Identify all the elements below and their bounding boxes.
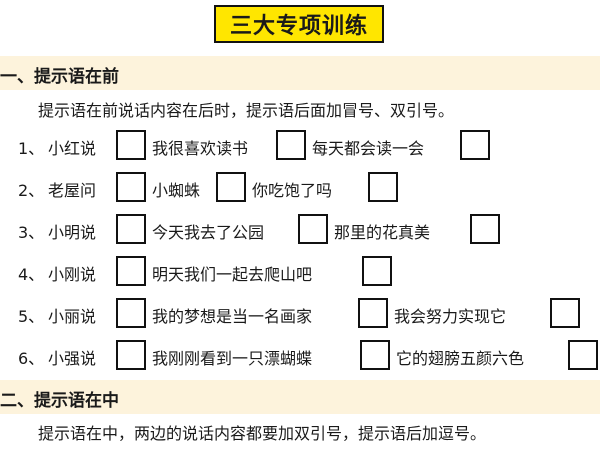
exercise-row-3: 3、 小明说 今天我去了公园 那里的花真美 (0, 213, 600, 247)
answer-box[interactable] (550, 298, 580, 328)
exercise-row-5: 5、 小丽说 我的梦想是当一名画家 我会努力实现它 (0, 297, 600, 331)
exercise-text: 每天都会读一会 (312, 139, 425, 158)
answer-box[interactable] (116, 298, 146, 328)
exercise-text: 今天我去了公园 (152, 223, 265, 242)
exercise-text: 小强说 (48, 349, 97, 368)
exercise-text: 小丽说 (48, 307, 97, 326)
answer-box[interactable] (216, 172, 246, 202)
exercise-text: 我的梦想是当一名画家 (152, 307, 313, 326)
section-1-instruction: 提示语在前说话内容在后时，提示语后面加冒号、双引号。 (38, 101, 455, 120)
section-2-heading: 二、提示语在中 (0, 391, 119, 411)
answer-box[interactable] (470, 214, 500, 244)
exercise-number: 1、 (18, 139, 45, 158)
exercise-text: 它的翅膀五颜六色 (396, 349, 525, 368)
answer-box[interactable] (116, 214, 146, 244)
answer-box[interactable] (358, 298, 388, 328)
exercise-text: 小红说 (48, 139, 97, 158)
answer-box[interactable] (368, 172, 398, 202)
answer-box[interactable] (116, 256, 146, 286)
answer-box[interactable] (116, 340, 146, 370)
section-2-band (0, 380, 600, 414)
section-1-band (0, 56, 600, 90)
exercise-row-1: 1、 小红说 我很喜欢读书 每天都会读一会 (0, 129, 600, 163)
exercise-text: 小明说 (48, 223, 97, 242)
answer-box[interactable] (568, 340, 598, 370)
exercise-number: 5、 (18, 307, 45, 326)
exercise-number: 4、 (18, 265, 45, 284)
answer-box[interactable] (116, 130, 146, 160)
exercise-text: 我很喜欢读书 (152, 139, 249, 158)
exercise-row-4: 4、 小刚说 明天我们一起去爬山吧 (0, 255, 600, 289)
exercise-text: 你吃饱了吗 (252, 181, 333, 200)
exercise-text: 我刚刚看到一只漂蝴蝶 (152, 349, 313, 368)
exercise-text: 明天我们一起去爬山吧 (152, 265, 313, 284)
exercise-number: 2、 (18, 181, 45, 200)
answer-box[interactable] (298, 214, 328, 244)
exercise-text: 那里的花真美 (334, 223, 431, 242)
worksheet-title: 三大专项训练 (214, 5, 384, 43)
exercise-text: 老屋问 (48, 181, 97, 200)
exercise-number: 3、 (18, 223, 45, 242)
section-2-instruction: 提示语在中，两边的说话内容都要加双引号，提示语后加逗号。 (38, 424, 487, 443)
section-1-heading: 一、提示语在前 (0, 67, 119, 87)
exercise-text: 我会努力实现它 (394, 307, 507, 326)
answer-box[interactable] (460, 130, 490, 160)
answer-box[interactable] (360, 340, 390, 370)
exercise-text: 小刚说 (48, 265, 97, 284)
exercise-row-6: 6、 小强说 我刚刚看到一只漂蝴蝶 它的翅膀五颜六色 (0, 339, 600, 373)
exercise-number: 6、 (18, 349, 45, 368)
answer-box[interactable] (116, 172, 146, 202)
answer-box[interactable] (276, 130, 306, 160)
answer-box[interactable] (362, 256, 392, 286)
exercise-text: 小蜘蛛 (152, 181, 201, 200)
exercise-row-2: 2、 老屋问 小蜘蛛 你吃饱了吗 (0, 171, 600, 205)
